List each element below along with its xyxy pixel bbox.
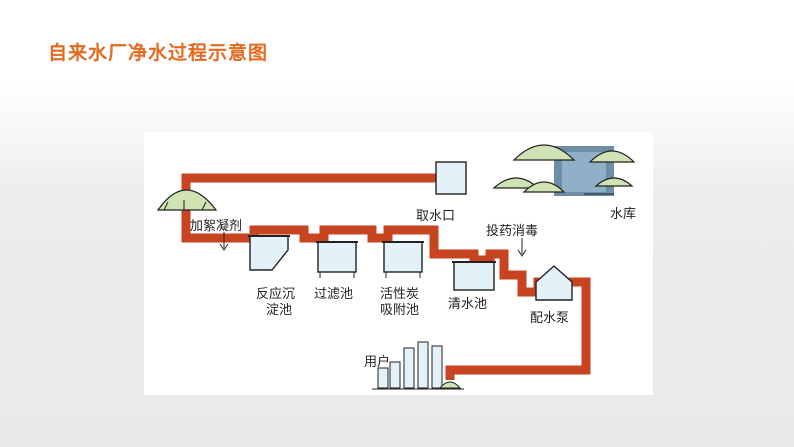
label-clear-water: 清水池 xyxy=(448,297,487,312)
label-reservoir: 水库 xyxy=(610,206,636,222)
source-hill xyxy=(156,189,218,211)
dosing-arrow xyxy=(517,238,527,257)
label-filter: 过滤池 xyxy=(314,287,353,302)
sedimentation-tank xyxy=(248,235,290,271)
hill-grass xyxy=(163,200,207,211)
carbon-tank xyxy=(382,241,424,278)
label-sedimentation-1: 反应沉 xyxy=(256,286,295,302)
label-sedimentation-2: 淀池 xyxy=(266,303,292,318)
label-intake: 取水口 xyxy=(416,209,455,224)
intake-box xyxy=(435,161,467,195)
user-buildings xyxy=(372,341,464,390)
pump-house xyxy=(535,265,573,301)
label-dosing: 投药消毒 xyxy=(486,223,538,239)
label-pump: 配水泵 xyxy=(530,311,569,326)
water-treatment-diagram: 取水口 水库 加絮凝剂 投药消毒 反应沉 淀池 过滤池 活性炭 吸附池 清水池 … xyxy=(144,132,653,395)
label-carbon-2: 吸附池 xyxy=(380,303,419,318)
coagulant-arrow xyxy=(219,232,229,251)
label-coagulant: 加絮凝剂 xyxy=(190,218,242,234)
clear-water-tank xyxy=(452,261,496,291)
water-pipe xyxy=(181,173,591,380)
reservoir xyxy=(492,144,636,196)
label-user: 用户 xyxy=(364,354,390,370)
page-title: 自来水厂净水过程示意图 xyxy=(48,42,269,64)
label-carbon-1: 活性炭 xyxy=(380,287,419,302)
filter-tank xyxy=(316,241,358,278)
